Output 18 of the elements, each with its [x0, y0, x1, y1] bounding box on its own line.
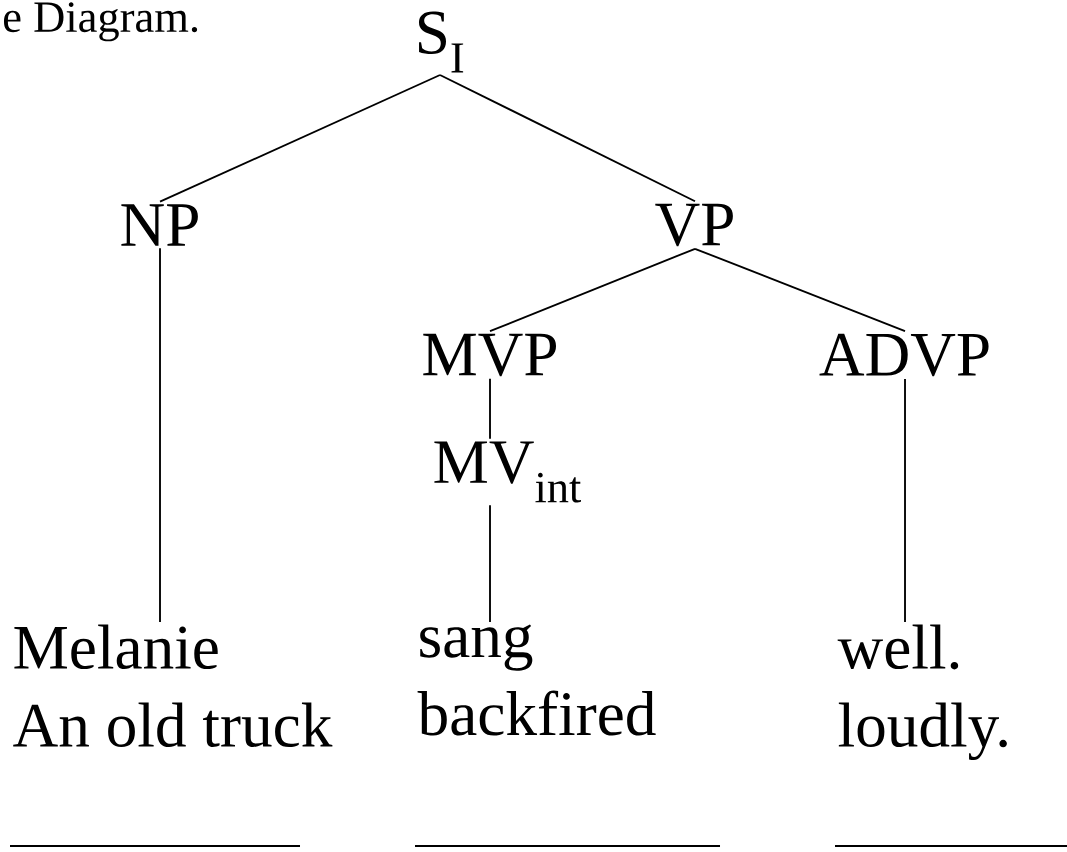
- tree-branch: [159, 74, 441, 203]
- tree-branch: [904, 378, 906, 623]
- sentence-words: Melanie An old truck: [13, 624, 333, 747]
- sentence-words: sang backfired: [417, 624, 656, 736]
- tree-branch: [159, 247, 161, 623]
- tree-branch: [489, 377, 491, 440]
- tree-branch: [694, 247, 906, 332]
- tree-branch: [489, 247, 696, 333]
- sentence-words: well. loudly.: [837, 624, 1007, 761]
- node-label: S$_{I}$: [418, 11, 464, 73]
- node-label: NP: [121, 204, 198, 246]
- tree-branch: [489, 504, 491, 623]
- tree-branch: [439, 74, 696, 203]
- node-label: VP: [655, 203, 733, 247]
- node-label: MV$_{int}$: [434, 441, 581, 503]
- node-label: MVP: [423, 333, 556, 377]
- node-label: ADVP: [819, 333, 989, 377]
- title: e Diagram.: [4, 2, 198, 42]
